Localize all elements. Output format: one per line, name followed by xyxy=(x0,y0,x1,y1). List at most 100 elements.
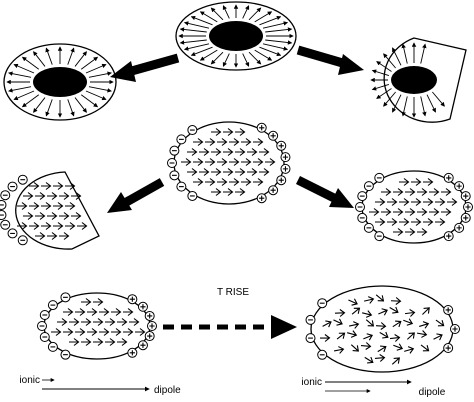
minus-charge-icon xyxy=(39,309,50,321)
ion-core xyxy=(209,21,263,51)
dipole-domain-high-t xyxy=(305,285,461,373)
field-arrow xyxy=(33,97,46,113)
plus-charge-icon xyxy=(137,301,149,312)
field-arrow xyxy=(13,90,35,101)
field-arrow xyxy=(222,5,230,19)
ionic-label-right: ionic xyxy=(301,377,322,388)
field-arrow xyxy=(88,86,112,93)
minus-charge-icon xyxy=(166,157,178,169)
field-arrow xyxy=(392,94,402,113)
field-arrow xyxy=(426,94,436,113)
minus-charge-icon xyxy=(305,314,316,325)
plus-charge-icon xyxy=(256,193,267,204)
plus-charge-icon xyxy=(443,304,454,316)
minus-charge-icon xyxy=(317,298,328,309)
field-arrow xyxy=(248,51,262,65)
minus-charge-icon xyxy=(176,134,187,145)
field-arrow xyxy=(8,86,32,93)
field-arrow xyxy=(371,69,390,77)
field-arrow xyxy=(254,11,273,23)
field-arrow xyxy=(383,91,396,107)
field-arrow xyxy=(432,91,445,107)
field-arrow xyxy=(199,49,218,61)
dipole-label-right: dipole xyxy=(419,387,446,398)
minus-charge-icon xyxy=(169,145,180,156)
field-arrow xyxy=(401,43,408,64)
field-arrow xyxy=(262,43,289,51)
minus-charge-icon xyxy=(47,300,58,311)
minus-charge-icon xyxy=(169,170,180,181)
minus-charge-icon xyxy=(17,235,28,246)
minus-charge-icon xyxy=(357,191,368,202)
minus-charge-icon xyxy=(0,219,11,230)
field-arrow xyxy=(254,49,273,61)
field-arrow xyxy=(80,94,99,108)
minus-charge-icon xyxy=(357,212,368,223)
minus-charge-icon xyxy=(0,190,11,201)
radial-field-arrows xyxy=(6,46,114,118)
plus-charge-icon xyxy=(280,152,291,163)
field-arrow xyxy=(33,51,46,67)
field-arrow xyxy=(8,71,32,78)
plus-charge-icon xyxy=(146,320,158,332)
field-arrow xyxy=(222,53,230,67)
radial-field-arrows xyxy=(178,4,294,68)
arrow-top-to-right xyxy=(296,45,364,75)
field-arrow xyxy=(74,51,87,67)
minus-charge-icon xyxy=(354,201,366,213)
minus-charge-icon xyxy=(47,341,58,352)
dipole-label-left: dipole xyxy=(154,385,181,396)
minus-charge-icon xyxy=(317,349,328,360)
field-arrow xyxy=(259,15,282,26)
plus-charge-icon xyxy=(276,140,287,151)
plus-charge-icon xyxy=(144,310,155,322)
field-arrow xyxy=(401,96,408,117)
field-arrow xyxy=(45,99,53,117)
polarized-ion-left xyxy=(3,43,117,121)
arrow-center-to-right xyxy=(295,175,354,208)
dipole-domain-right xyxy=(354,170,474,244)
minus-charge-icon xyxy=(0,210,7,221)
polarized-ion-right-cut xyxy=(370,37,467,123)
plus-charge-icon xyxy=(280,163,291,174)
field-arrow xyxy=(13,63,35,74)
plus-charge-icon xyxy=(276,175,287,186)
field-arrow xyxy=(74,97,87,113)
plus-charge-icon xyxy=(460,191,471,202)
plus-charge-icon xyxy=(460,212,471,223)
field-arrow xyxy=(210,7,224,21)
plus-charge-icon xyxy=(443,231,454,242)
plus-charge-icon xyxy=(127,347,138,358)
field-arrow xyxy=(420,96,427,117)
field-arrow xyxy=(392,47,402,66)
dipole-domain-left-cut xyxy=(0,171,100,250)
field-arrow xyxy=(383,53,396,69)
minus-charge-icon xyxy=(374,172,385,183)
field-arrow xyxy=(371,83,390,91)
polarized-ion-top xyxy=(175,1,297,71)
plus-charge-icon xyxy=(127,294,138,305)
field-arrow xyxy=(21,56,40,70)
field-arrow xyxy=(210,51,224,65)
field-arrow xyxy=(179,39,207,45)
field-arrow xyxy=(420,43,427,64)
field-arrow xyxy=(67,47,75,65)
plus-charge-icon xyxy=(449,323,461,335)
field-arrow xyxy=(265,27,293,33)
minus-charge-icon xyxy=(60,349,71,360)
field-arrow xyxy=(199,11,218,23)
minus-charge-icon xyxy=(7,181,18,192)
plus-charge-icon xyxy=(454,181,465,192)
plus-charge-icon xyxy=(454,222,465,233)
ion-core xyxy=(391,66,437,94)
minus-charge-icon xyxy=(374,231,385,242)
plus-charge-icon xyxy=(462,201,474,213)
field-arrow xyxy=(190,15,213,26)
ion-core xyxy=(33,67,87,97)
ionic-label-left: ionic xyxy=(19,375,40,386)
t-rise-arrow xyxy=(163,315,297,339)
plus-charge-icon xyxy=(268,130,279,141)
field-arrow xyxy=(242,53,250,67)
field-arrow xyxy=(242,5,250,19)
minus-charge-icon xyxy=(176,181,187,192)
